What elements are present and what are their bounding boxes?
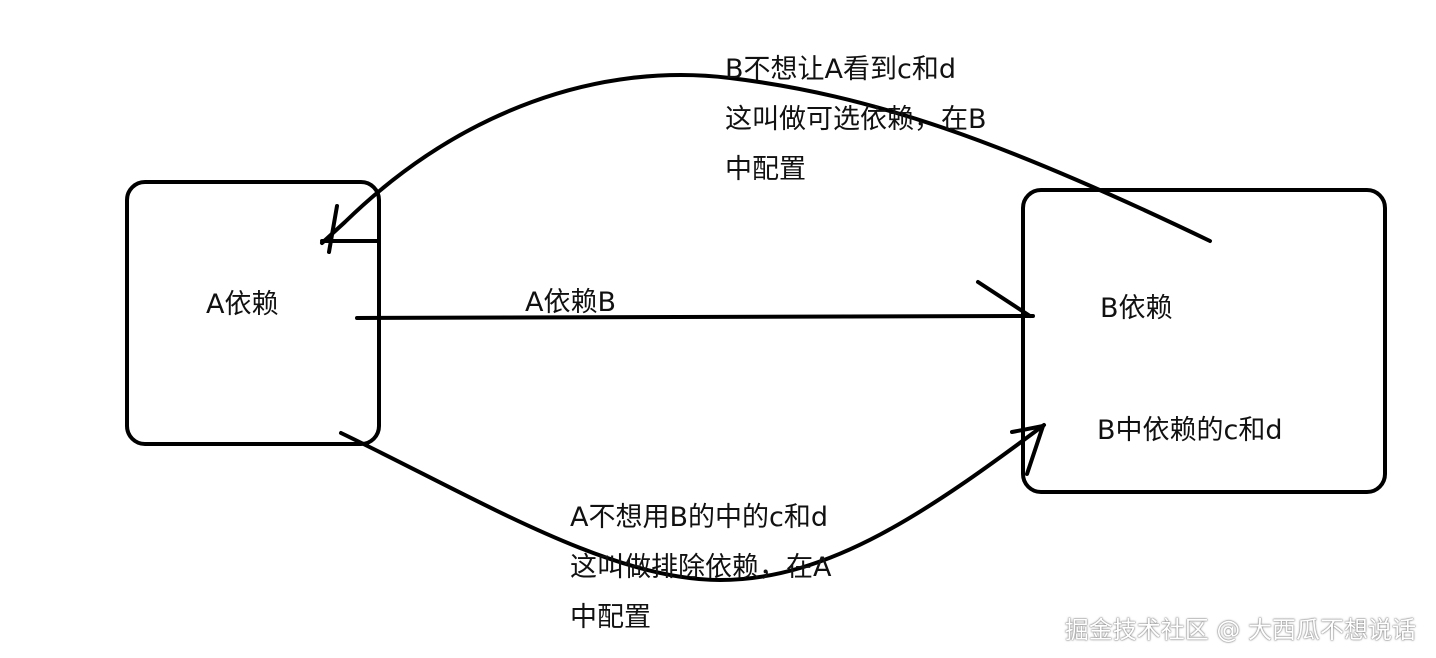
- arrow-a-to-b-line: [355, 314, 1035, 320]
- box-b-label: B依赖: [1100, 293, 1173, 324]
- optional-line-3: 中配置: [725, 154, 806, 185]
- exclusion-line-1: A不想用B的中的c和d: [570, 502, 828, 533]
- arrow-a-to-b-head: [976, 280, 1032, 318]
- optional-line-2: 这叫做可选依赖，在B: [725, 104, 987, 135]
- box-b: [1021, 188, 1387, 494]
- arrow-exclusion-head: [1010, 424, 1045, 476]
- optional-line-1: B不想让A看到c和d: [725, 54, 956, 85]
- box-b-sub-label: B中依赖的c和d: [1097, 415, 1283, 446]
- exclusion-line-2: 这叫做排除依赖，在A: [570, 552, 832, 583]
- box-a: [125, 180, 381, 446]
- arrow-exclusion-curve: [339, 423, 1046, 583]
- exclusion-line-3: 中配置: [570, 602, 651, 633]
- arrow-optional-head: [320, 204, 380, 254]
- watermark: 掘金技术社区 @ 大西瓜不想说话: [1064, 616, 1416, 644]
- arrow-a-to-b-label: A依赖B: [525, 287, 616, 318]
- box-a-label: A依赖: [206, 289, 279, 320]
- arrow-optional-curve: [320, 73, 1212, 245]
